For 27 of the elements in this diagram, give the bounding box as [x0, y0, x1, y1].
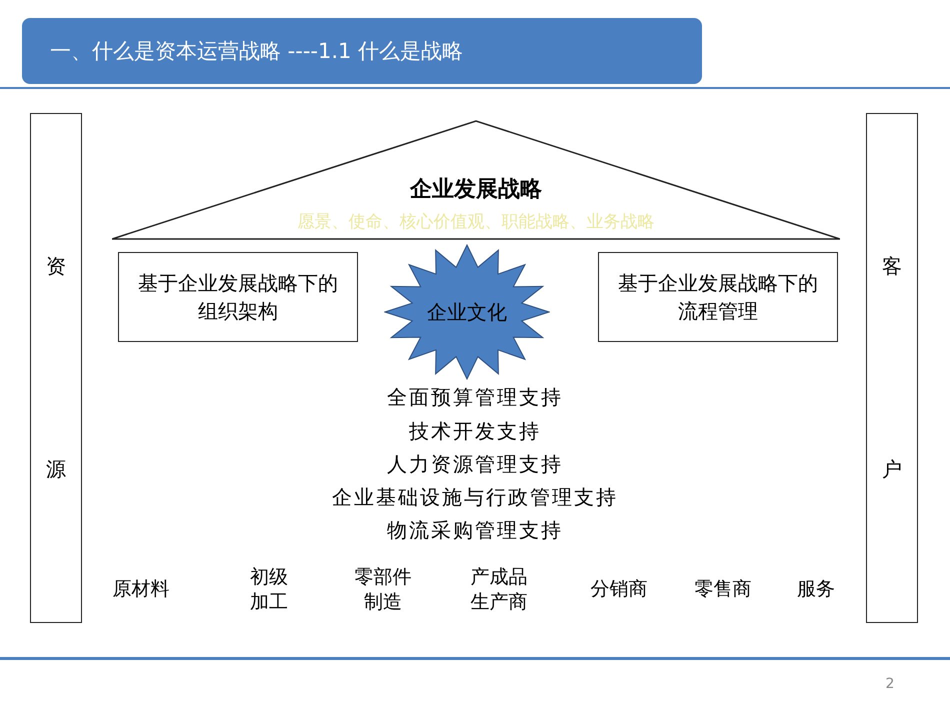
title-banner: 一、什么是资本运营战略 ----1.1 什么是战略 — [22, 18, 702, 84]
side-label: 客 户 — [882, 253, 902, 483]
chain-label: 分销商 — [590, 577, 648, 602]
text-box — [118, 252, 358, 342]
star-shape — [384, 244, 550, 380]
side-box — [866, 113, 918, 623]
side-box — [30, 113, 82, 623]
support-label: 人力资源管理支持 — [386, 452, 564, 477]
support-label: 全面预算管理支持 — [386, 385, 564, 410]
side-label: 资 源 — [46, 253, 66, 483]
page-number: 2 — [884, 675, 896, 694]
star-label: 企业文化 — [426, 299, 508, 326]
support-label: 企业基础设施与行政管理支持 — [331, 485, 619, 510]
support-label: 物流采购管理支持 — [386, 518, 564, 543]
chain-label: 初级加工 — [249, 565, 289, 615]
roof-heading: 企业发展战略 — [408, 176, 543, 204]
box-label: 基于企业发展战略下的组织架构 — [137, 270, 339, 325]
chain-label: 零售商 — [694, 577, 752, 602]
chain-label: 产成品生产商 — [470, 565, 528, 615]
chain-label: 原材料 — [112, 577, 170, 602]
roof-triangle — [112, 120, 840, 240]
roof-subtitle: 愿景、使命、核心价值观、职能战略、业务战略 — [296, 211, 656, 233]
chain-label: 服务 — [796, 577, 836, 602]
support-label: 技术开发支持 — [408, 419, 542, 444]
chain-label: 零部件制造 — [354, 565, 412, 615]
text-box — [598, 252, 838, 342]
box-label: 基于企业发展战略下的流程管理 — [617, 270, 819, 325]
